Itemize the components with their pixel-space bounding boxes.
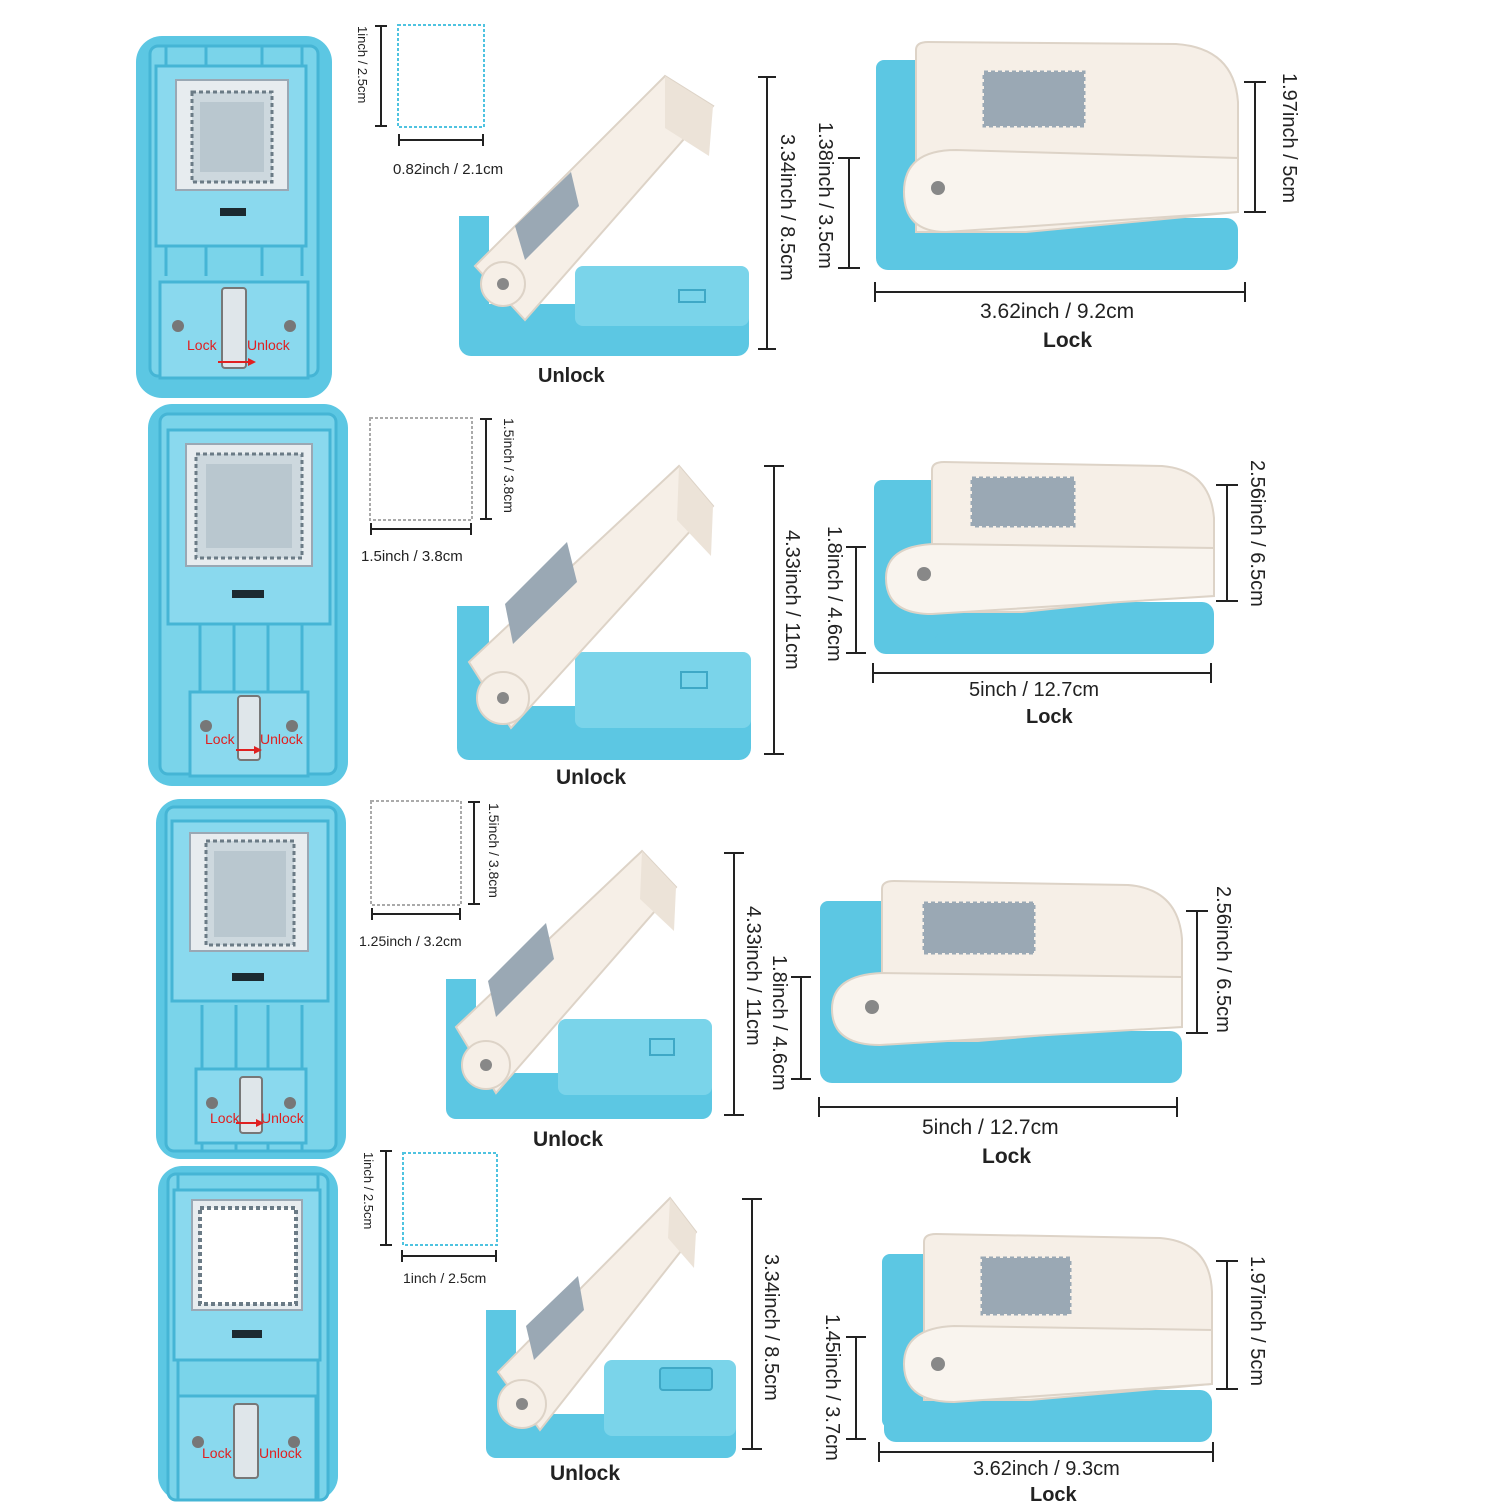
lock-switch-label: Lock: [210, 1110, 240, 1126]
punch-open-view: [446, 849, 712, 1119]
dimension-line-horizontal: [371, 908, 461, 920]
unlock-switch-label: Unlock: [261, 1110, 304, 1126]
dimension-line-horizontal: [878, 1442, 1214, 1462]
open-height-label: 3.34inch / 8.5cm: [760, 1254, 782, 1401]
lock-state-label: Lock: [1043, 329, 1093, 352]
punch-bottom-view: [136, 36, 332, 398]
lock-state-label: Lock: [1030, 1484, 1077, 1506]
lock-switch-label: Lock: [187, 337, 217, 353]
cut-height-label: 1.38inch / 3.5cm: [814, 122, 836, 269]
lock-state-label: Lock: [982, 1145, 1032, 1168]
dimension-line-horizontal: [872, 663, 1212, 683]
dimension-line-vertical: [480, 418, 492, 520]
dimension-line-vertical: [846, 1336, 866, 1440]
punch-bottom-view: [156, 799, 346, 1159]
open-height-label: 3.34inch / 8.5cm: [776, 134, 798, 281]
punched-shape-outline: [397, 24, 485, 128]
cut-height-label: 1.8inch / 4.6cm: [823, 526, 845, 662]
closed-height-label: 1.97inch / 5cm: [1278, 73, 1300, 204]
closed-width-label: 5inch / 12.7cm: [922, 1116, 1059, 1139]
lock-switch-label: Lock: [205, 731, 235, 747]
punch-bottom-view: [148, 404, 348, 786]
dimension-line-vertical: [758, 76, 776, 350]
sample-width-label: 1inch / 2.5cm: [403, 1270, 487, 1286]
dimension-line-horizontal: [818, 1097, 1178, 1117]
punch-open-view: [457, 464, 751, 760]
dimension-line-vertical: [1216, 484, 1238, 602]
unlock-switch-label: Unlock: [260, 731, 303, 747]
sample-height-label: 1inch / 2.5cm: [355, 26, 370, 104]
lock-switch-label: Lock: [202, 1445, 232, 1461]
dimension-line-vertical: [1244, 81, 1266, 213]
unlock-state-label: Unlock: [550, 1462, 621, 1485]
punch-open-view: [459, 74, 749, 356]
unlock-switch-label: Unlock: [247, 337, 290, 353]
dimension-line-horizontal: [401, 1250, 497, 1262]
sample-width-label: 0.82inch / 2.1cm: [393, 161, 504, 178]
dimension-line-horizontal: [370, 523, 472, 535]
product-row-3: Lock Unlock 1.5inch / 3.8cm 1.25inch / 3…: [0, 795, 1500, 1168]
open-height-label: 4.33inch / 11cm: [742, 906, 764, 1046]
punched-shape-outline: [370, 800, 462, 906]
dimension-line-vertical: [468, 801, 480, 905]
dimension-line-vertical: [1216, 1260, 1238, 1390]
unlock-state-label: Unlock: [538, 365, 605, 387]
punch-closed-view: [820, 879, 1183, 1083]
product-row-1: Lock Unlock 1inch / 2.5cm 0.82inch / 2.1…: [0, 0, 1500, 400]
dimension-line-vertical: [846, 546, 866, 654]
dimension-line-vertical: [1186, 910, 1208, 1034]
open-height-label: 4.33inch / 11cm: [781, 530, 803, 670]
punch-closed-view: [876, 40, 1239, 270]
punch-open-view: [486, 1196, 736, 1458]
cut-height-label: 1.8inch / 4.6cm: [768, 955, 790, 1091]
closed-height-label: 1.97inch / 5cm: [1246, 1256, 1268, 1387]
unlock-state-label: Unlock: [556, 766, 627, 789]
punched-shape-outline: [369, 417, 473, 521]
closed-height-label: 2.56inch / 6.5cm: [1246, 460, 1268, 607]
closed-width-label: 3.62inch / 9.3cm: [973, 1458, 1120, 1480]
lock-state-label: Lock: [1026, 706, 1073, 728]
dimension-line-vertical: [838, 157, 860, 269]
unlock-state-label: Unlock: [533, 1128, 604, 1151]
closed-width-label: 3.62inch / 9.2cm: [980, 300, 1135, 323]
punch-closed-view: [874, 460, 1215, 654]
dimension-line-vertical: [764, 465, 784, 755]
sample-height-label: 1inch / 2.5cm: [361, 1152, 376, 1230]
dimension-line-horizontal: [398, 134, 484, 146]
unlock-switch-label: Unlock: [259, 1445, 302, 1461]
sample-width-label: 1.5inch / 3.8cm: [361, 548, 463, 565]
punch-closed-view: [882, 1232, 1213, 1442]
closed-width-label: 5inch / 12.7cm: [969, 679, 1100, 701]
dimension-line-vertical: [724, 852, 744, 1116]
sample-width-label: 1.25inch / 3.2cm: [359, 933, 462, 949]
cut-height-label: 1.45inch / 3.7cm: [821, 1314, 843, 1461]
dimension-line-vertical: [742, 1198, 762, 1450]
dimension-line-vertical: [791, 976, 811, 1080]
product-row-4: Lock Unlock 1inch / 2.5cm 1inch / 2.5cm …: [0, 1150, 1500, 1506]
dimension-line-vertical: [375, 25, 387, 127]
dimension-line-vertical: [380, 1150, 392, 1246]
punched-shape-outline: [402, 1152, 498, 1246]
dimension-line-horizontal: [874, 282, 1246, 302]
punch-bottom-view: [158, 1166, 338, 1502]
closed-height-label: 2.56inch / 6.5cm: [1212, 886, 1234, 1033]
product-row-2: Lock Unlock 1.5inch / 3.8cm 1.5inch / 3.…: [0, 400, 1500, 800]
